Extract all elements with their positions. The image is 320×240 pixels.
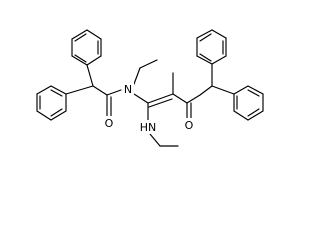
svg-text:N: N <box>124 83 132 96</box>
benzhydryl-chain <box>199 63 235 96</box>
n-ethyl-group <box>133 59 158 85</box>
diphenylacetyl-chain <box>65 64 122 117</box>
label-ketone-oxygen: O <box>182 118 196 132</box>
phenyl-ring-upper-left <box>71 29 102 66</box>
phenyl-ring-lower-right <box>233 85 264 121</box>
phenyl-ring-upper-right <box>196 29 227 65</box>
label-amide-nitrogen: N <box>122 82 134 96</box>
label-amine-nh: HN <box>137 120 159 134</box>
label-amide-oxygen: O <box>102 116 116 130</box>
molecule-structure: N O HN O <box>36 29 264 147</box>
enone-backbone <box>133 72 201 121</box>
phenyl-ring-lower-left <box>36 85 67 121</box>
svg-text:O: O <box>105 117 114 130</box>
svg-text:HN: HN <box>140 121 157 134</box>
molecule-canvas: N O HN O <box>36 29 264 147</box>
nh-ethyl-group <box>149 133 179 147</box>
svg-text:O: O <box>185 119 194 132</box>
